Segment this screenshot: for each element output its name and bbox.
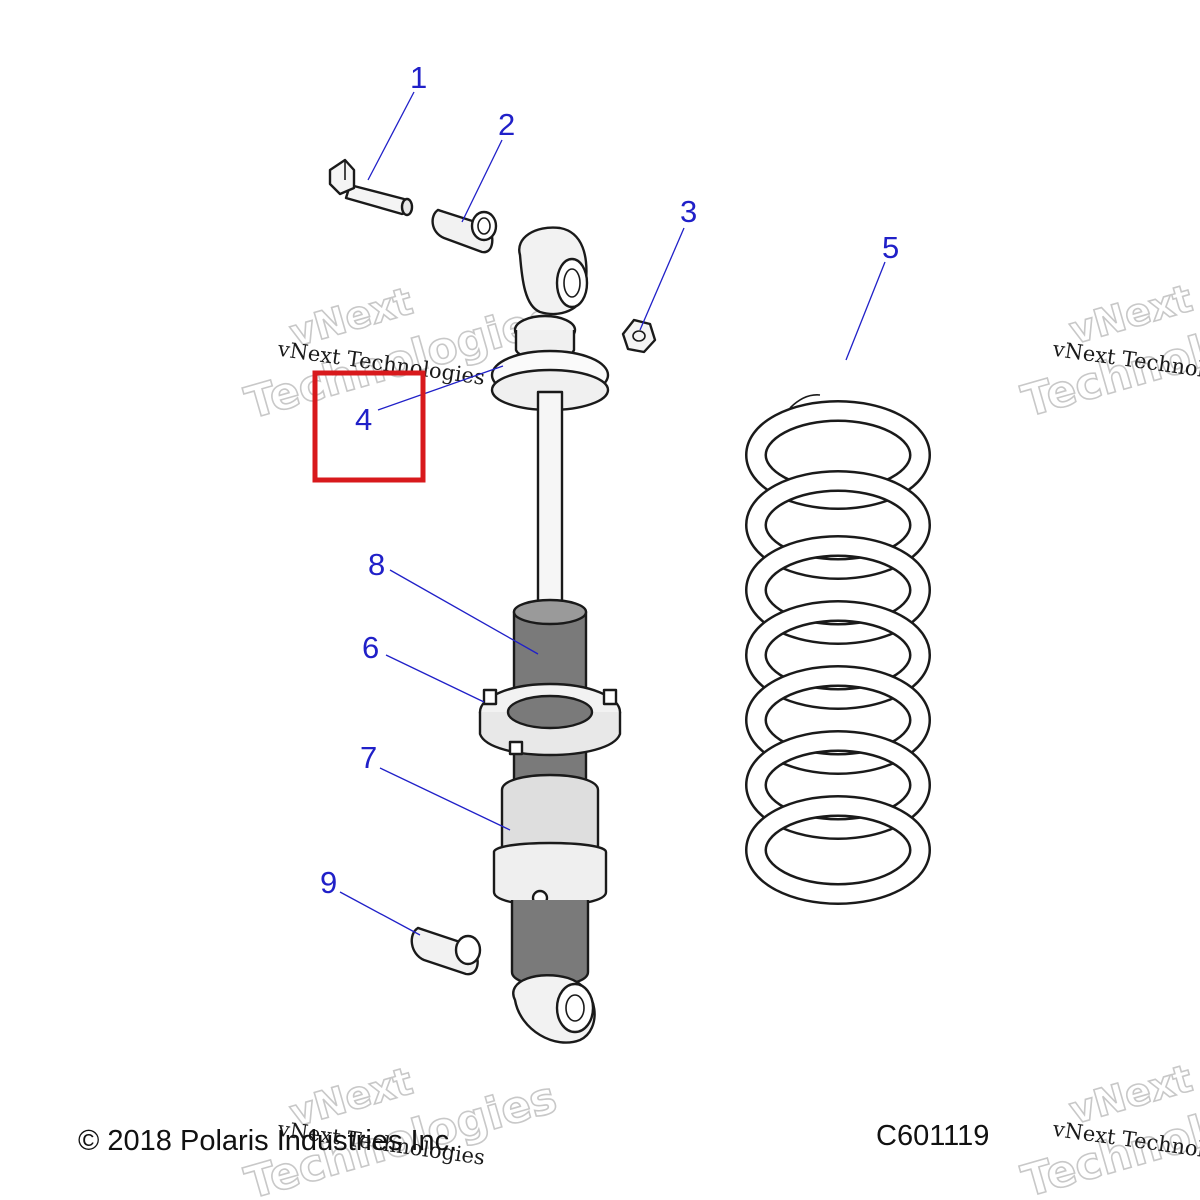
shock-absorber [478, 226, 622, 1044]
leader-line-1 [367, 91, 415, 181]
callout-number-9: 9 [320, 865, 337, 900]
leader-line-5 [845, 261, 886, 361]
leader-line-4 [377, 365, 504, 411]
leader-line-3 [639, 227, 685, 331]
leader-line-6 [385, 654, 485, 703]
watermark-outline-bottom-left: vNext Technologies [239, 1058, 563, 1200]
watermark-outline-top-right: vNext Technologies [1016, 275, 1200, 428]
leader-line-2 [461, 139, 503, 223]
shock-sleeve-part-7 [492, 773, 608, 907]
coil-spring-part-5 [739, 342, 931, 905]
bolt-part-1 [328, 158, 414, 217]
leader-line-8 [389, 569, 539, 655]
leader-line-9 [339, 891, 421, 936]
leader-line-7 [379, 767, 511, 831]
bushing-part-2 [431, 208, 498, 254]
callout-number-7: 7 [360, 740, 377, 775]
callout-number-5: 5 [882, 230, 899, 265]
copyright-text: © 2018 Polaris Industries Inc. [78, 1125, 457, 1157]
nut-part-3 [621, 318, 657, 354]
watermark-outline-bottom-right: vNext Technologies [1016, 1055, 1200, 1200]
highlight-box-callout-4 [312, 370, 426, 483]
callout-number-4: 4 [355, 402, 372, 437]
bushing-part-9 [410, 926, 482, 976]
spring-collar-part-6 [478, 682, 622, 757]
callout-number-6: 6 [362, 630, 379, 665]
callout-number-1: 1 [410, 60, 427, 95]
callout-number-2: 2 [498, 107, 515, 142]
callout-number-8: 8 [368, 547, 385, 582]
drawing-code: C601119 [876, 1120, 989, 1152]
callout-number-3: 3 [680, 194, 697, 229]
